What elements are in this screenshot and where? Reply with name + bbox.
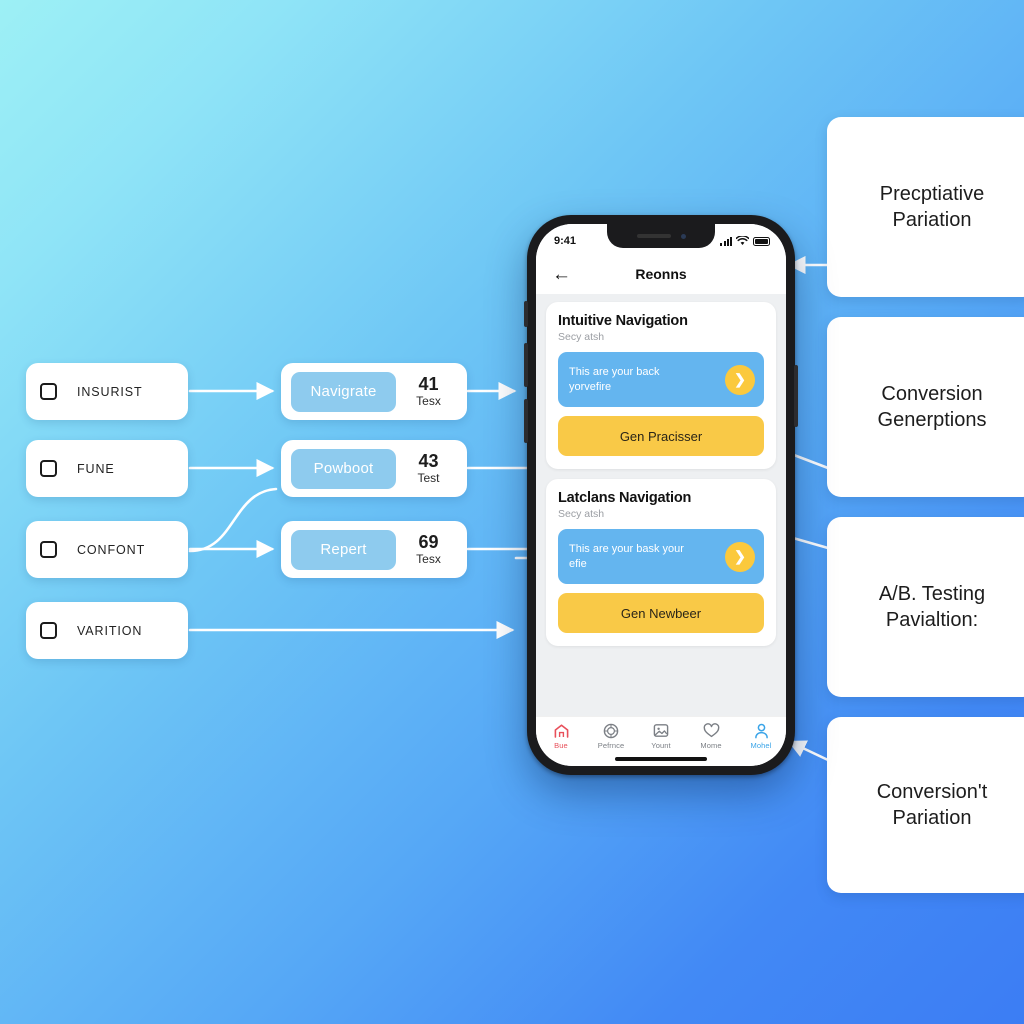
chevron-right-icon[interactable]: ❯ — [725, 364, 755, 395]
phone-notch — [607, 224, 715, 248]
metric-card-1[interactable]: Navigrate 41 Tesx — [281, 363, 467, 420]
tab-preference[interactable]: Pefrnce — [589, 722, 633, 750]
metric-value: 69 — [418, 531, 439, 552]
battery-full-icon — [753, 236, 770, 246]
phone-power-button[interactable] — [794, 365, 798, 427]
phone-volume-down-button[interactable] — [524, 399, 528, 443]
metric-stat: 43 Test — [396, 450, 467, 486]
right-callout-card-2[interactable]: Conversion Generptions — [827, 317, 1024, 497]
front-camera-icon — [680, 233, 686, 239]
person-icon — [754, 722, 769, 739]
metric-unit: Test — [417, 471, 440, 486]
feature-card-banner[interactable]: This are your bask your efie ❯ — [558, 529, 764, 584]
phone-silent-switch[interactable] — [524, 301, 528, 327]
feature-card-1[interactable]: Intuitive Navigation Secy atsh This are … — [546, 302, 776, 469]
left-item-label: VARITION — [77, 623, 143, 638]
tab-label: Mohel — [750, 741, 772, 750]
metric-unit: Tesx — [416, 394, 441, 409]
unchecked-checkbox-icon[interactable] — [40, 383, 57, 400]
metric-value: 41 — [418, 373, 439, 394]
left-item-card-2[interactable]: FUNE — [26, 440, 188, 497]
right-callout-label: Conversion Generptions — [877, 382, 987, 431]
tab-label: Yount — [651, 741, 671, 750]
left-item-label: FUNE — [77, 461, 115, 476]
app-navbar: ← Reonns — [536, 254, 786, 294]
content-scroll-area[interactable]: Intuitive Navigation Secy atsh This are … — [536, 294, 786, 716]
wifi-icon — [736, 236, 749, 245]
unchecked-checkbox-icon[interactable] — [40, 541, 57, 558]
banner-text: This are your bask your efie — [569, 542, 684, 570]
banner-text: This are your back yorvefire — [569, 365, 660, 393]
metric-pill-label[interactable]: Navigrate — [291, 371, 396, 412]
phone-mockup: 9:41 ← Reonns Intuitive Navigatio — [524, 215, 798, 775]
feature-card-banner[interactable]: This are your back yorvefire ❯ — [558, 352, 764, 407]
back-arrow-icon[interactable]: ← — [552, 263, 571, 285]
heart-icon — [703, 722, 720, 739]
metric-pill-label[interactable]: Repert — [291, 529, 396, 570]
metric-value: 43 — [418, 450, 439, 471]
metric-stat: 69 Tesx — [396, 531, 467, 567]
phone-volume-up-button[interactable] — [524, 343, 528, 387]
status-icons — [720, 236, 770, 246]
tab-label: Mome — [700, 741, 722, 750]
tab-content[interactable]: Yount — [639, 722, 683, 750]
tab-profile[interactable]: Mohel — [739, 722, 783, 750]
feature-card-subtitle: Secy atsh — [558, 331, 605, 343]
right-callout-card-4[interactable]: Conversion't Pariation — [827, 717, 1024, 893]
unchecked-checkbox-icon[interactable] — [40, 460, 57, 477]
feature-card-subtitle: Secy atsh — [558, 508, 605, 520]
tab-favorites[interactable]: Mome — [689, 722, 733, 750]
metric-card-2[interactable]: Powboot 43 Test — [281, 440, 467, 497]
left-item-card-1[interactable]: INSURIST — [26, 363, 188, 420]
page-title: Reonns — [635, 266, 687, 282]
left-item-label: CONFONT — [77, 542, 146, 557]
metric-unit: Tesx — [416, 552, 441, 567]
right-callout-label: A/B. Testing Pavialtion: — [878, 582, 986, 631]
feature-card-2[interactable]: Latclans Navigation Secy atsh This are y… — [546, 479, 776, 646]
left-item-card-3[interactable]: CONFONT — [26, 521, 188, 578]
home-indicator — [615, 757, 707, 761]
signal-bars-icon — [720, 236, 732, 246]
status-time: 9:41 — [554, 235, 577, 247]
feature-card-title: Intuitive Navigation — [558, 313, 688, 329]
tab-label: Bue — [554, 741, 568, 750]
phone-screen: 9:41 ← Reonns Intuitive Navigatio — [536, 224, 786, 766]
image-icon — [653, 722, 669, 739]
circle-badge-icon — [603, 722, 619, 739]
feature-card-cta-button[interactable]: Gen Pracisser — [558, 416, 764, 456]
chevron-right-icon[interactable]: ❯ — [725, 541, 755, 572]
left-item-card-4[interactable]: VARITION — [26, 602, 188, 659]
feature-card-title: Latclans Navigation — [558, 490, 692, 506]
feature-card-cta-button[interactable]: Gen Newbeer — [558, 593, 764, 633]
earpiece-speaker-icon — [636, 234, 671, 238]
right-callout-label: Conversion't Pariation — [876, 780, 988, 829]
right-callout-label: Precptiative Pariation — [879, 182, 985, 231]
metric-card-3[interactable]: Repert 69 Tesx — [281, 521, 467, 578]
right-callout-card-1[interactable]: Precptiative Pariation — [827, 117, 1024, 297]
unchecked-checkbox-icon[interactable] — [40, 622, 57, 639]
tab-label: Pefrnce — [597, 741, 625, 750]
right-callout-card-3[interactable]: A/B. Testing Pavialtion: — [827, 517, 1024, 697]
home-icon — [553, 722, 570, 739]
metric-pill-label[interactable]: Powboot — [291, 448, 396, 489]
tab-home[interactable]: Bue — [539, 722, 583, 750]
left-item-label: INSURIST — [77, 384, 143, 399]
metric-stat: 41 Tesx — [396, 373, 467, 409]
